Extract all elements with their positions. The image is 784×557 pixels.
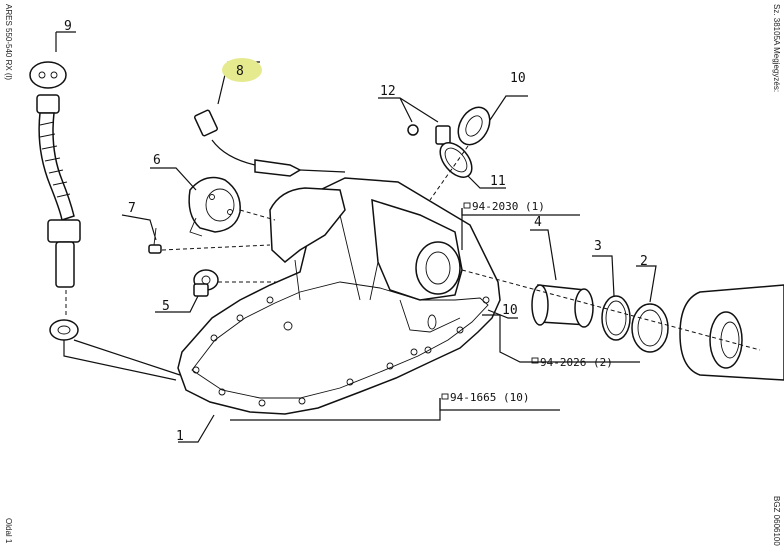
callout-2: 2 — [640, 254, 648, 269]
reference-b: 94-2026 (2) — [531, 356, 613, 369]
hose-fitting-part — [29, 61, 81, 341]
callout-11: 11 — [490, 174, 506, 189]
callout-12: 12 — [380, 84, 396, 99]
callout-highlight — [222, 58, 262, 82]
housing-part — [177, 177, 501, 415]
callout-5: 5 — [162, 299, 170, 314]
callout-10-lower: 10 — [502, 303, 518, 318]
callout-1: 1 — [176, 429, 184, 444]
bushing-part — [531, 284, 594, 328]
reference-a-label: 94-2030 (1) — [472, 200, 545, 213]
fitting-part — [193, 269, 219, 297]
reference-a: 94-2030 (1) — [463, 200, 545, 213]
ring-part-2 — [631, 303, 669, 353]
reference-c: 94-1665 (10) — [441, 391, 529, 404]
callout-3: 3 — [594, 239, 602, 254]
cover-part — [188, 176, 241, 237]
callout-9: 9 — [64, 19, 72, 34]
reference-c-label: 94-1665 (10) — [450, 391, 529, 404]
ring-part — [601, 295, 631, 341]
sensor-part — [194, 109, 346, 177]
mating-part — [679, 284, 784, 381]
callout-4: 4 — [534, 215, 542, 230]
callout-10-upper: 10 — [510, 71, 526, 86]
reference-b-label: 94-2026 (2) — [540, 356, 613, 369]
callout-8: 8 — [236, 64, 244, 79]
flange-seal-part — [457, 106, 491, 146]
callout-7: 7 — [128, 201, 136, 216]
callout-6: 6 — [153, 153, 161, 168]
screw-part — [148, 227, 162, 254]
o-ring-part — [439, 142, 473, 178]
